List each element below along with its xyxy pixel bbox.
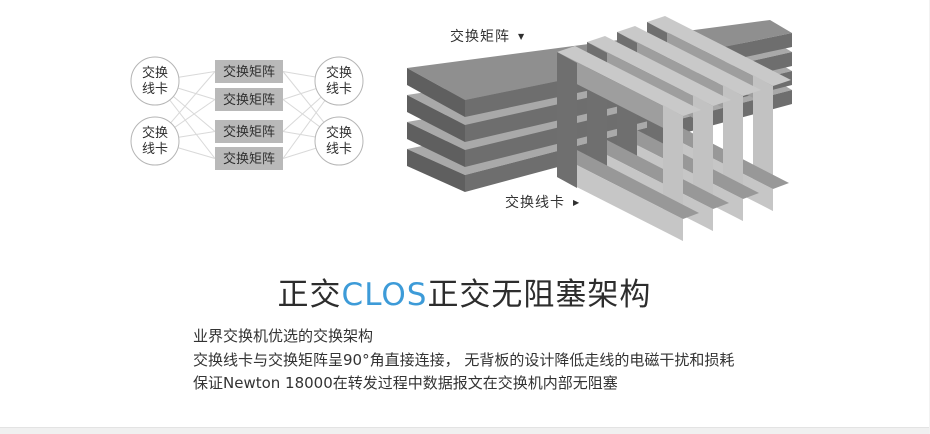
triangle-right-icon: ▶ — [573, 198, 581, 207]
matrix-node: 交换矩阵 — [215, 120, 283, 143]
matrix-label: 交换矩阵 — [223, 124, 275, 140]
matrix-node: 交换矩阵 — [215, 60, 283, 83]
description-line: 业界交换机优选的交换架构 — [193, 327, 374, 345]
description-block: 业界交换机优选的交换架构 交换线卡与交换矩阵呈90°角直接连接， 无背板的设计降… — [193, 325, 734, 396]
triangle-down-icon: ▼ — [518, 32, 526, 41]
clos-topology-diagram: 交换 线卡 交换 线卡 交换 线卡 交换 线卡 交换矩阵 交换矩阵 交换矩 — [130, 56, 364, 170]
matrix-callout-text: 交换矩阵 — [450, 29, 510, 45]
matrix-node: 交换矩阵 — [215, 88, 283, 111]
matrix-node: 交换矩阵 — [215, 147, 283, 170]
linecard-node: 交换 线卡 — [314, 56, 364, 106]
linecard-label: 线卡 — [142, 142, 168, 157]
linecard-label: 线卡 — [142, 82, 168, 97]
linecard-callout: 交换线卡 ▶ — [505, 192, 580, 212]
title-part1: 正交 — [277, 277, 342, 313]
linecard-label: 交换 — [326, 65, 352, 81]
orthogonal-3d-illustration — [407, 16, 792, 241]
linecard-label: 交换 — [142, 125, 168, 141]
connection-lines — [154, 71, 340, 159]
linecard-label: 交换 — [142, 65, 168, 81]
linecard-node: 交换 线卡 — [130, 116, 180, 166]
linecard-label: 线卡 — [326, 82, 352, 97]
linecard-node: 交换 线卡 — [314, 116, 364, 166]
footer-bar — [0, 427, 929, 434]
matrix-label: 交换矩阵 — [223, 151, 275, 167]
title-highlight: CLOS — [341, 277, 428, 313]
matrix-callout: 交换矩阵 ▼ — [450, 26, 525, 46]
matrix-label: 交换矩阵 — [223, 92, 275, 108]
description-line: 保证Newton 18000在转发过程中数据报文在交换机内部无阻塞 — [193, 374, 618, 392]
linecard-callout-text: 交换线卡 — [505, 195, 565, 211]
description-line: 交换线卡与交换矩阵呈90°角直接连接， 无背板的设计降低走线的电磁干扰和损耗 — [193, 350, 735, 369]
linecard-label: 线卡 — [326, 142, 352, 157]
linecard-node: 交换 线卡 — [130, 56, 180, 106]
matrix-label: 交换矩阵 — [223, 64, 275, 80]
page-title: 正交CLOS正交无阻塞架构 — [0, 269, 929, 314]
title-part2: 正交无阻塞架构 — [427, 277, 652, 313]
linecard-label: 交换 — [326, 125, 352, 141]
switch-linecard-frame — [557, 46, 701, 241]
